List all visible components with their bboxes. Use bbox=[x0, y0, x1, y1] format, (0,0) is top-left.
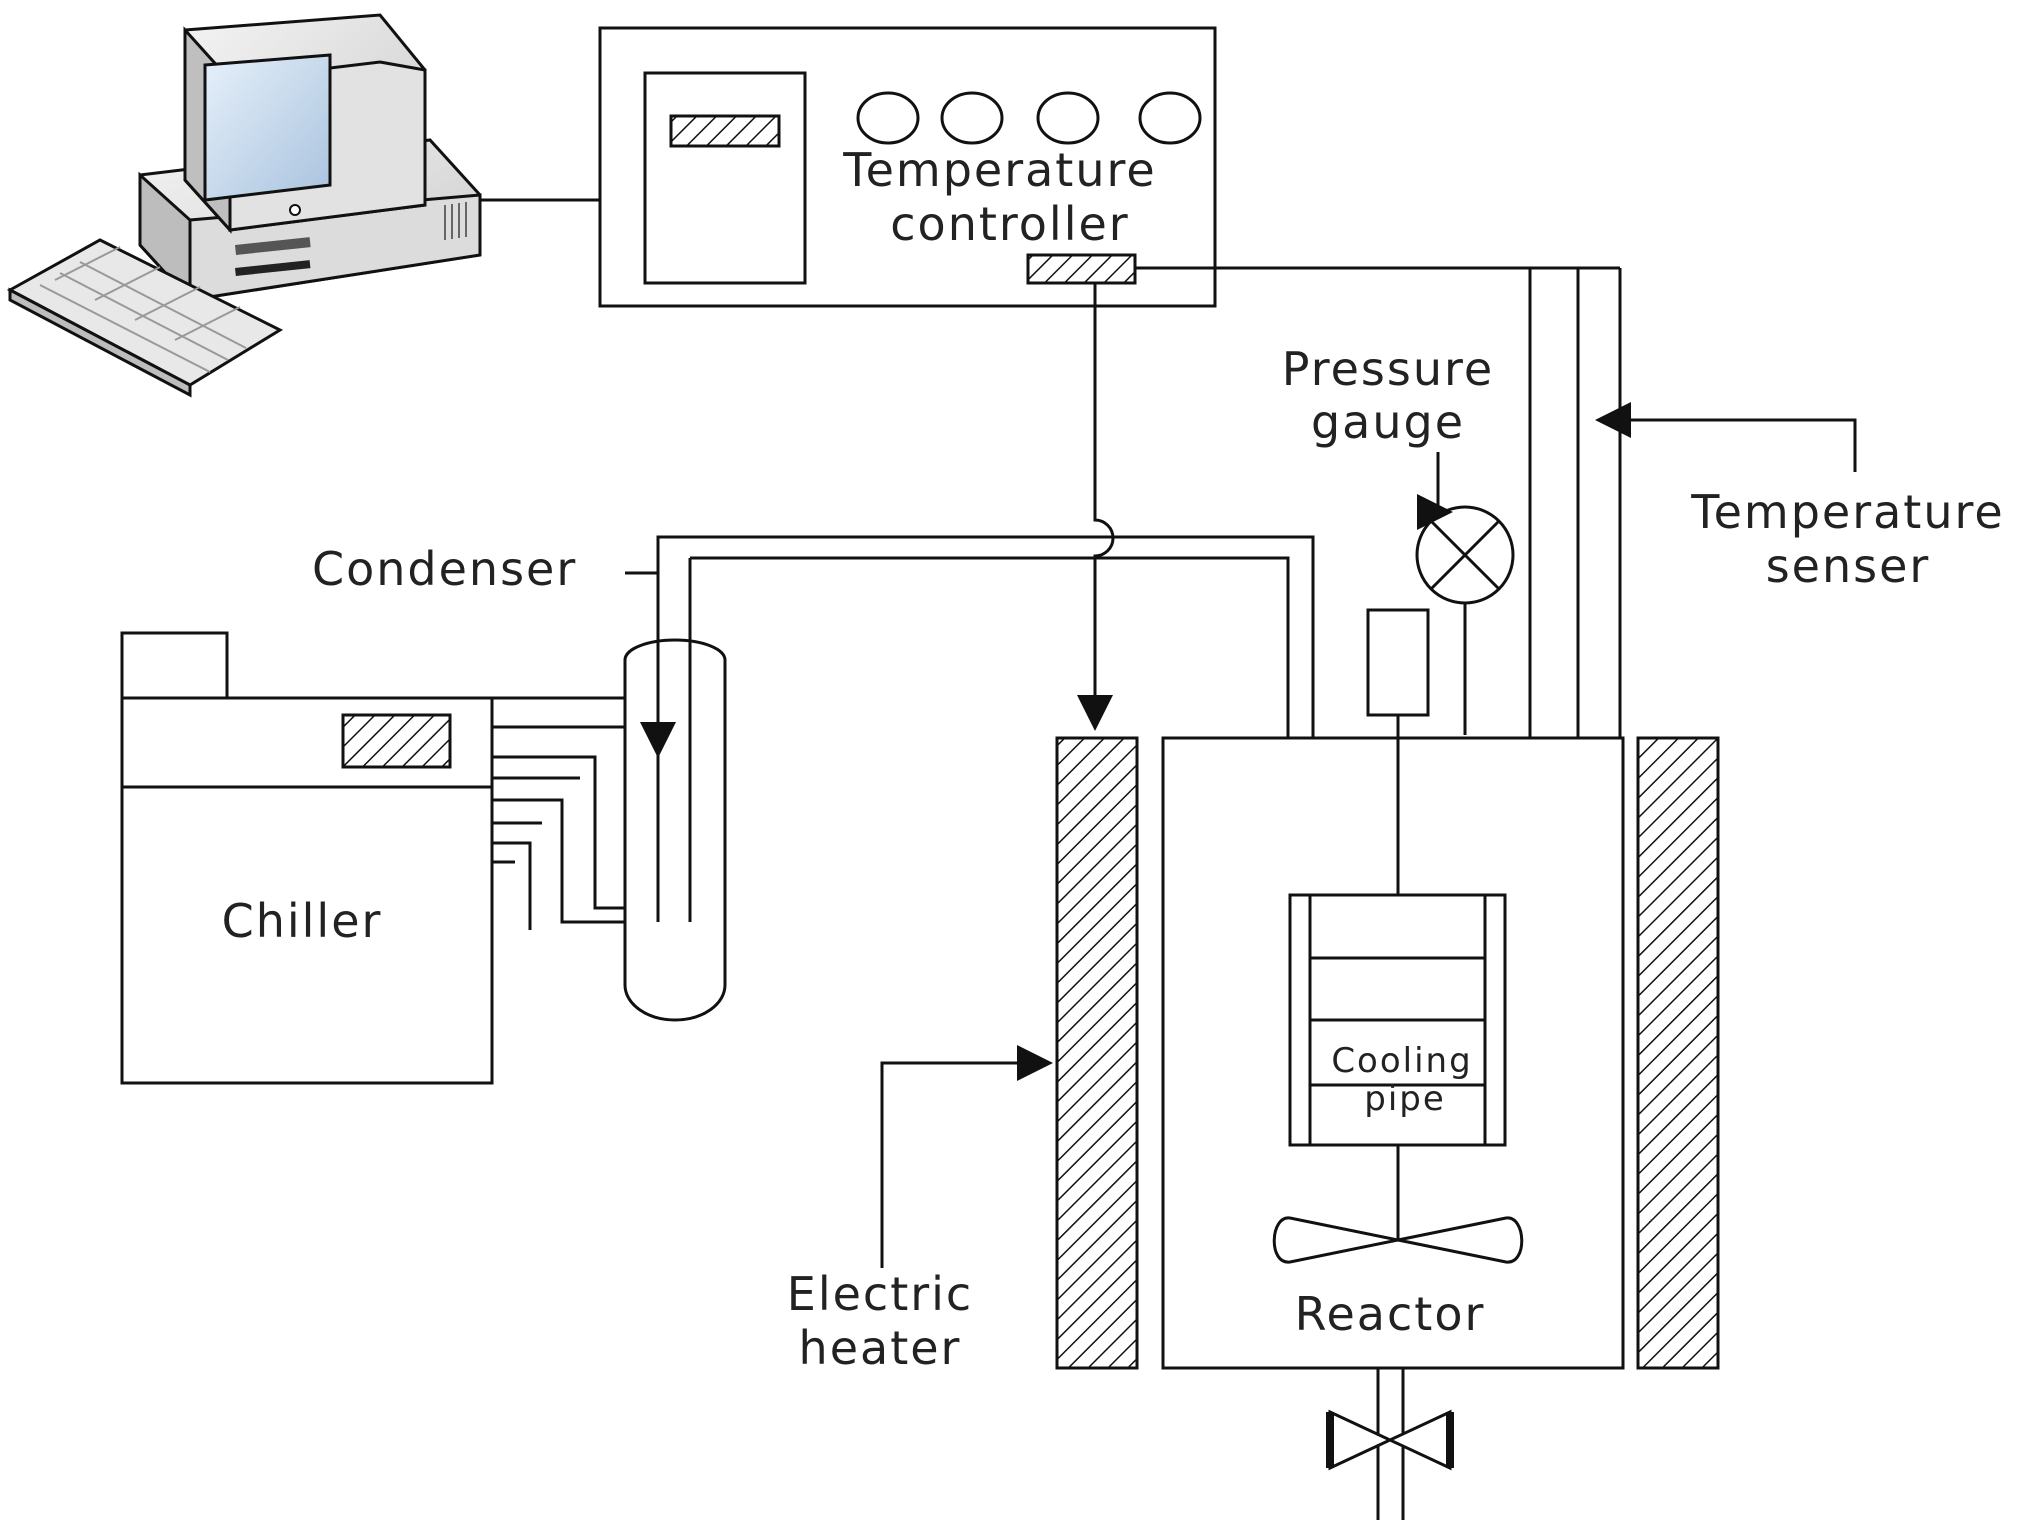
condenser-pointer bbox=[625, 571, 676, 758]
pressure-gauge-icon bbox=[1415, 505, 1515, 735]
controller-to-heater-line bbox=[1077, 283, 1115, 731]
cooling-pipe bbox=[1288, 893, 1507, 1147]
reactor-label: Reactor bbox=[1295, 1287, 1486, 1341]
temperature-controller-label-line1: Temperature bbox=[842, 143, 1156, 197]
controller-knob-4 bbox=[1138, 91, 1202, 145]
controller-knob-3 bbox=[1036, 91, 1100, 145]
electric-heater-label-line1: Electric bbox=[787, 1267, 973, 1321]
temperature-controller: Temperature controller bbox=[598, 26, 1217, 308]
pressure-gauge-pointer bbox=[1417, 452, 1453, 530]
pressure-gauge-label-line2: gauge bbox=[1311, 395, 1465, 449]
electric-heater-left bbox=[1055, 736, 1139, 1370]
temperature-controller-label-line2: controller bbox=[890, 197, 1129, 251]
controller-knob-1 bbox=[856, 91, 920, 145]
controller-display bbox=[669, 114, 781, 148]
impeller-icon bbox=[1272, 1216, 1524, 1264]
chiller-display bbox=[341, 713, 452, 769]
pressure-gauge-label-line1: Pressure bbox=[1282, 342, 1494, 396]
condenser bbox=[623, 558, 727, 1022]
valve-icon bbox=[1326, 1409, 1454, 1471]
condenser-label: Condenser bbox=[312, 542, 577, 596]
controller-knob-2 bbox=[940, 91, 1004, 145]
controller-connector bbox=[1026, 253, 1137, 285]
temperature-sensor-label-line2: senser bbox=[1766, 539, 1931, 593]
stirrer-motor bbox=[1366, 608, 1430, 717]
chiller-label: Chiller bbox=[222, 894, 383, 948]
cooling-pipe-label-line1: Cooling bbox=[1331, 1041, 1472, 1081]
temperature-sensor-pointer bbox=[1595, 402, 1857, 472]
reactor: Cooling pipe Reactor bbox=[1161, 608, 1625, 1520]
temperature-sensor-label-line1: Temperature bbox=[1690, 485, 2004, 539]
electric-heater-label-line2: heater bbox=[799, 1321, 962, 1375]
electric-heater-right bbox=[1636, 736, 1720, 1370]
electric-heater-pointer bbox=[880, 1045, 1053, 1268]
coolant-lines bbox=[492, 696, 625, 930]
chiller: Chiller bbox=[120, 631, 494, 1085]
cooling-pipe-label-line2: pipe bbox=[1364, 1079, 1446, 1119]
computer-icon bbox=[6, 13, 482, 398]
